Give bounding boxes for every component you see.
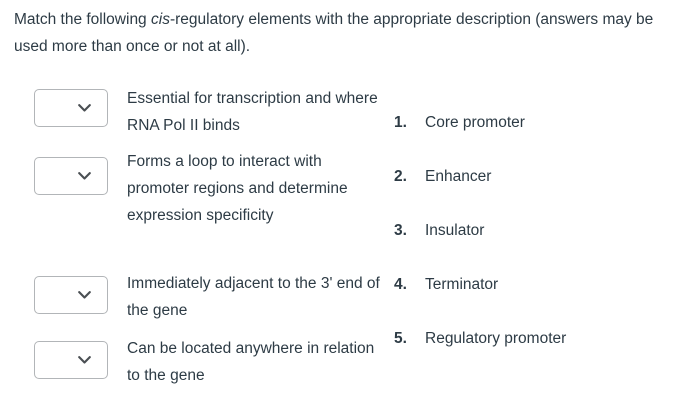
answer-dropdown-1[interactable] [34,89,108,127]
prompt-emphasis-cis: cis [151,11,170,28]
chevron-down-icon [78,291,91,300]
answer-bank-list: 1. Core promoter 2. Enhancer 3. Insulato… [392,104,692,374]
answer-bank-number-5: 5. [394,330,407,347]
answer-bank-number-4: 4. [394,276,407,293]
answer-bank-label-5: Regulatory promoter [425,330,567,347]
answer-bank-number-1: 1. [394,114,407,131]
match-description-4: Can be located anywhere in relation to t… [127,340,375,384]
answer-bank-item-2: 2. Enhancer [392,158,692,212]
answer-bank-number-3: 3. [394,222,407,239]
match-description-3: Immediately adjacent to the 3' end of th… [127,275,380,319]
prompt-text-part-2: -regulatory elements with the appropriat… [169,11,531,28]
chevron-down-icon [78,356,91,365]
answer-bank-number-2: 2. [394,168,407,185]
answer-bank-label-2: Enhancer [425,168,492,185]
chevron-down-icon [78,104,91,113]
prompt-text-part-1: Match the following [14,11,151,28]
answer-dropdown-4[interactable] [34,341,108,379]
answer-bank-item-3: 3. Insulator [392,212,692,266]
answer-bank-item-4: 4. Terminator [392,266,692,320]
answer-bank-item-5: 5. Regulatory promoter [392,320,692,374]
answer-dropdown-2[interactable] [34,157,108,195]
question-prompt: Match the following cis-regulatory eleme… [14,6,686,60]
answer-bank-label-1: Core promoter [425,114,525,131]
answer-bank-item-1: 1. Core promoter [392,104,692,158]
match-description-1: Essential for transcription and where RN… [127,90,378,134]
answer-bank-label-4: Terminator [425,276,499,293]
answer-dropdown-3[interactable] [34,276,108,314]
chevron-down-icon [78,172,91,181]
answer-bank-label-3: Insulator [425,222,485,239]
match-description-2: Forms a loop to interact with promoter r… [127,153,348,224]
prompt-text-line-2: (answers may be used more than once or n… [14,11,654,55]
